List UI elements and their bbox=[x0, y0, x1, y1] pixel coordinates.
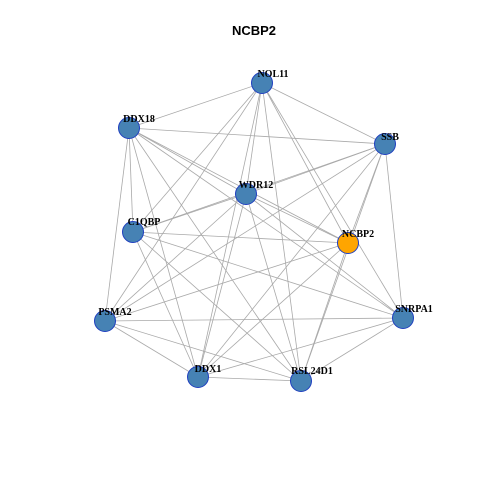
edge-ddx18-c1qbp bbox=[128, 127, 134, 233]
edge-wdr12-ddx1 bbox=[197, 193, 247, 378]
edge-ddx1-rsl24d1 bbox=[197, 376, 302, 382]
edge-ddx18-psma2 bbox=[104, 127, 130, 322]
node-label-snrpa1: SNRPA1 bbox=[395, 304, 433, 315]
nodes-layer bbox=[94, 72, 414, 392]
edge-nol11-psma2 bbox=[104, 82, 263, 322]
edge-ssb-rsl24d1 bbox=[300, 143, 386, 382]
edge-psma2-ddx1 bbox=[104, 320, 199, 378]
edge-c1qbp-snrpa1 bbox=[132, 231, 404, 319]
edge-nol11-wdr12 bbox=[245, 82, 263, 195]
edge-nol11-ncbp2 bbox=[261, 82, 349, 244]
edge-nol11-rsl24d1 bbox=[261, 82, 302, 382]
edge-nol11-ddx1 bbox=[197, 82, 263, 378]
edge-psma2-snrpa1 bbox=[104, 317, 404, 322]
node-label-ssb: SSB bbox=[381, 132, 399, 143]
edge-wdr12-c1qbp bbox=[132, 193, 247, 233]
edge-ddx18-ssb bbox=[128, 127, 386, 145]
node-ncbp2[interactable] bbox=[337, 232, 359, 254]
edge-nol11-ddx18 bbox=[128, 82, 263, 129]
edge-ssb-psma2 bbox=[104, 143, 386, 322]
node-wdr12[interactable] bbox=[235, 183, 257, 205]
edge-nol11-ssb bbox=[261, 82, 386, 145]
edges-layer bbox=[104, 82, 404, 382]
node-label-psma2: PSMA2 bbox=[98, 307, 131, 318]
edge-psma2-rsl24d1 bbox=[104, 320, 302, 382]
graph-title: NCBP2 bbox=[232, 23, 276, 38]
edge-snrpa1-ddx1 bbox=[197, 317, 404, 378]
edge-wdr12-snrpa1 bbox=[245, 193, 404, 319]
node-nol11[interactable] bbox=[251, 72, 273, 94]
node-snrpa1[interactable] bbox=[392, 307, 414, 329]
node-ddx1[interactable] bbox=[187, 366, 209, 388]
edge-nol11-snrpa1 bbox=[261, 82, 404, 319]
edge-ssb-snrpa1 bbox=[384, 143, 404, 319]
edge-ddx18-snrpa1 bbox=[128, 127, 404, 319]
edge-ncbp2-rsl24d1 bbox=[300, 242, 349, 382]
edge-ddx18-ddx1 bbox=[128, 127, 199, 378]
node-label-c1qbp: C1QBP bbox=[128, 217, 161, 228]
edge-ncbp2-ddx1 bbox=[197, 242, 349, 378]
node-label-ncbp2: NCBP2 bbox=[342, 229, 374, 240]
node-label-rsl24d1: RSL24D1 bbox=[291, 366, 333, 377]
node-rsl24d1[interactable] bbox=[290, 370, 312, 392]
node-ssb[interactable] bbox=[374, 133, 396, 155]
edge-c1qbp-ncbp2 bbox=[132, 231, 349, 244]
edge-ssb-c1qbp bbox=[132, 143, 386, 233]
node-label-ddx1: DDX1 bbox=[195, 364, 222, 375]
edge-nol11-c1qbp bbox=[132, 82, 263, 233]
node-label-ddx18: DDX18 bbox=[123, 114, 155, 125]
edge-c1qbp-rsl24d1 bbox=[132, 231, 302, 382]
edge-c1qbp-ddx1 bbox=[132, 231, 199, 378]
edge-wdr12-ncbp2 bbox=[245, 193, 349, 244]
node-c1qbp[interactable] bbox=[122, 221, 144, 243]
edge-snrpa1-rsl24d1 bbox=[300, 317, 404, 382]
node-ddx18[interactable] bbox=[118, 117, 140, 139]
edge-ssb-ddx1 bbox=[197, 143, 386, 378]
edge-ncbp2-psma2 bbox=[104, 242, 349, 322]
node-label-wdr12: WDR12 bbox=[239, 180, 273, 191]
edge-ddx18-rsl24d1 bbox=[128, 127, 302, 382]
edge-ddx18-ncbp2 bbox=[128, 127, 349, 244]
edge-wdr12-psma2 bbox=[104, 193, 247, 322]
edge-wdr12-rsl24d1 bbox=[245, 193, 302, 382]
node-label-nol11: NOL11 bbox=[257, 69, 288, 80]
edge-ddx18-wdr12 bbox=[128, 127, 247, 195]
node-psma2[interactable] bbox=[94, 310, 116, 332]
